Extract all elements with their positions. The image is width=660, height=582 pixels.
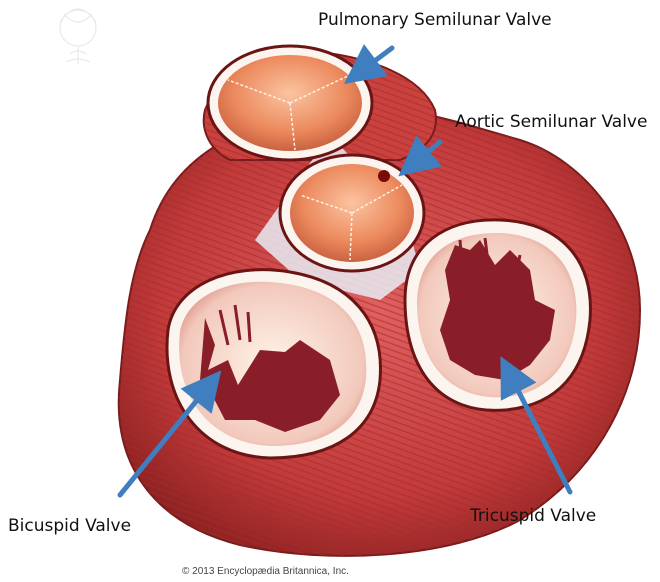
bicuspid-valve-label: Bicuspid Valve bbox=[8, 516, 131, 536]
aortic-valve-label: Aortic Semilunar Valve bbox=[455, 112, 647, 132]
bicuspid-valve bbox=[167, 270, 380, 458]
tricuspid-valve bbox=[405, 220, 590, 410]
thistle-logo-watermark bbox=[60, 9, 96, 64]
tricuspid-valve-label: Tricuspid Valve bbox=[470, 506, 596, 526]
copyright-notice: © 2013 Encyclopædia Britannica, Inc. bbox=[182, 566, 349, 577]
aortic-valve bbox=[280, 155, 424, 271]
pulmonary-valve bbox=[208, 46, 372, 160]
pulmonary-valve-label: Pulmonary Semilunar Valve bbox=[318, 10, 552, 30]
